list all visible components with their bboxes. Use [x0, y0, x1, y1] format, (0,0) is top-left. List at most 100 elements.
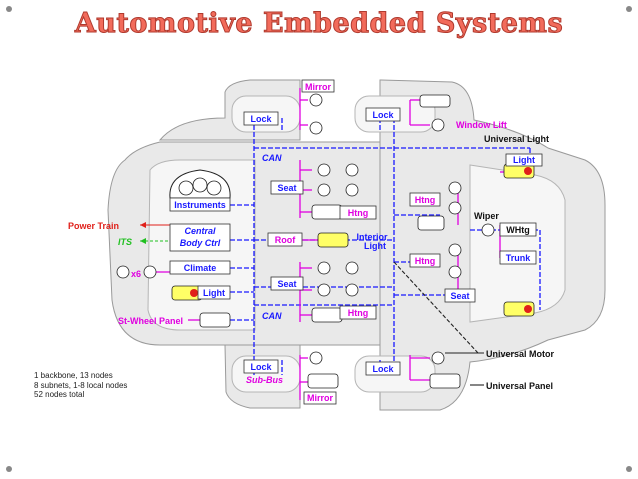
label-its: ITS: [118, 237, 132, 247]
motor-icon: [448, 201, 462, 215]
lamp-icons: [171, 163, 535, 317]
motor-icon: [481, 223, 495, 237]
light-right-box: [505, 153, 543, 167]
instruments-gauge-icon: [169, 169, 231, 199]
mirror-bottom-box: [303, 391, 337, 405]
htng-seat-bottom-box: [339, 305, 377, 320]
motor-icons: [116, 93, 495, 365]
label-universal-light: Universal Light: [484, 134, 549, 144]
label-window-lift: Window Lift: [456, 120, 507, 130]
label-universal-motor: Universal Motor: [486, 349, 555, 359]
label-interior-light-1: Interior: [356, 232, 388, 242]
motor-icon: [317, 163, 331, 177]
trunk-box: [499, 250, 537, 265]
htng-upper-right-box: [409, 192, 441, 207]
panel-icon: [417, 215, 445, 231]
corner-dot-icon: [626, 466, 632, 472]
panel-icons: [199, 94, 461, 389]
external-links: [140, 222, 484, 386]
whtg-box: [499, 222, 537, 237]
label-trunk: Trunk: [506, 253, 531, 263]
label-can-top: CAN: [262, 153, 282, 163]
motor-icon: [345, 183, 359, 197]
summary-notes: 1 backbone, 13 nodes 8 subnets, 1-8 loca…: [34, 371, 127, 400]
corner-dot-icon: [626, 6, 632, 12]
label-can-bottom: CAN: [262, 311, 282, 321]
seat-bottom-box: [270, 276, 304, 291]
label-htng-upper-right: Htng: [415, 195, 436, 205]
motor-icon: [309, 93, 323, 107]
label-interior-light-2: Light: [364, 241, 386, 251]
motor-icon: [345, 163, 359, 177]
page-title: Automotive Embedded Systems: [74, 8, 564, 40]
label-htng-lower-right: Htng: [415, 256, 436, 266]
label-roof: Roof: [275, 235, 296, 245]
panel-icon: [429, 373, 461, 389]
motor-icon: [317, 183, 331, 197]
mirror-top-box: [301, 79, 335, 93]
label-light-left: Light: [203, 288, 225, 298]
label-sub-bus: Sub-Bus: [246, 375, 283, 385]
roof-box: [267, 232, 303, 247]
label-power-train: Power Train: [68, 221, 119, 231]
panel-icon: [311, 204, 343, 220]
lamp-icon: [317, 232, 349, 248]
climate-box: [169, 260, 231, 275]
label-lock-bottom-right: Lock: [372, 364, 394, 374]
label-mirror-bottom: Mirror: [307, 393, 334, 403]
motor-icon: [345, 283, 359, 297]
motor-icon: [317, 283, 331, 297]
instruments-box: [169, 197, 231, 212]
panel-icon: [311, 307, 343, 323]
panel-icon: [419, 94, 451, 108]
motor-icon: [309, 351, 323, 365]
motor-icon: [431, 351, 445, 365]
label-st-wheel-panel: St-Wheel Panel: [118, 316, 183, 326]
label-seat-bottom: Seat: [277, 279, 296, 289]
label-seat-right: Seat: [450, 291, 469, 301]
seat-right-box: [444, 288, 476, 303]
seat-top-box: [270, 180, 304, 195]
label-lock-top-left: Lock: [250, 114, 272, 124]
motor-icon: [309, 121, 323, 135]
motor-icon: [448, 265, 462, 279]
motor-icon: [317, 261, 331, 275]
ecu-boxes: [169, 79, 543, 405]
motor-icon: [143, 265, 157, 279]
label-wiper: Wiper: [474, 211, 499, 221]
lock-top-left-box: [243, 111, 279, 126]
label-instruments: Instruments: [174, 200, 226, 210]
label-x6: x6: [131, 269, 141, 279]
htng-lower-right-box: [409, 253, 441, 268]
label-climate: Climate: [184, 263, 217, 273]
note-line: 1 backbone, 13 nodes: [34, 371, 113, 380]
label-htng-seat-top: Htng: [348, 208, 369, 218]
label-lock-bottom-left: Lock: [250, 362, 272, 372]
label-light-right: Light: [513, 155, 535, 165]
label-central-body-ctrl-2: Body Ctrl: [180, 238, 221, 248]
note-line: 8 subnets, 1-8 local nodes: [34, 380, 128, 390]
label-lock-top-right: Lock: [372, 110, 394, 120]
motor-icon: [116, 265, 130, 279]
label-whtg: WHtg: [506, 225, 530, 235]
panel-icon: [199, 312, 231, 328]
label-htng-seat-bottom: Htng: [348, 308, 369, 318]
central-body-ctrl-box: [169, 223, 231, 252]
label-central-body-ctrl-1: Central: [184, 226, 216, 236]
label-mirror-top: Mirror: [305, 82, 332, 92]
label-universal-panel: Universal Panel: [486, 381, 553, 391]
lock-bottom-left-box: [243, 359, 279, 374]
corner-dot-icon: [6, 466, 12, 472]
panel-icon: [307, 373, 339, 389]
motor-icon: [448, 243, 462, 257]
lock-bottom-right-box: [365, 361, 401, 376]
motor-icon: [448, 181, 462, 195]
note-line: 52 nodes total: [34, 390, 85, 399]
light-left-box: [197, 285, 231, 300]
label-seat-top: Seat: [277, 183, 296, 193]
diagram-labels: Mirror Lock Lock Window Lift Universal L…: [68, 82, 555, 403]
corner-dot-icon: [6, 6, 12, 12]
motor-icon: [431, 118, 445, 132]
